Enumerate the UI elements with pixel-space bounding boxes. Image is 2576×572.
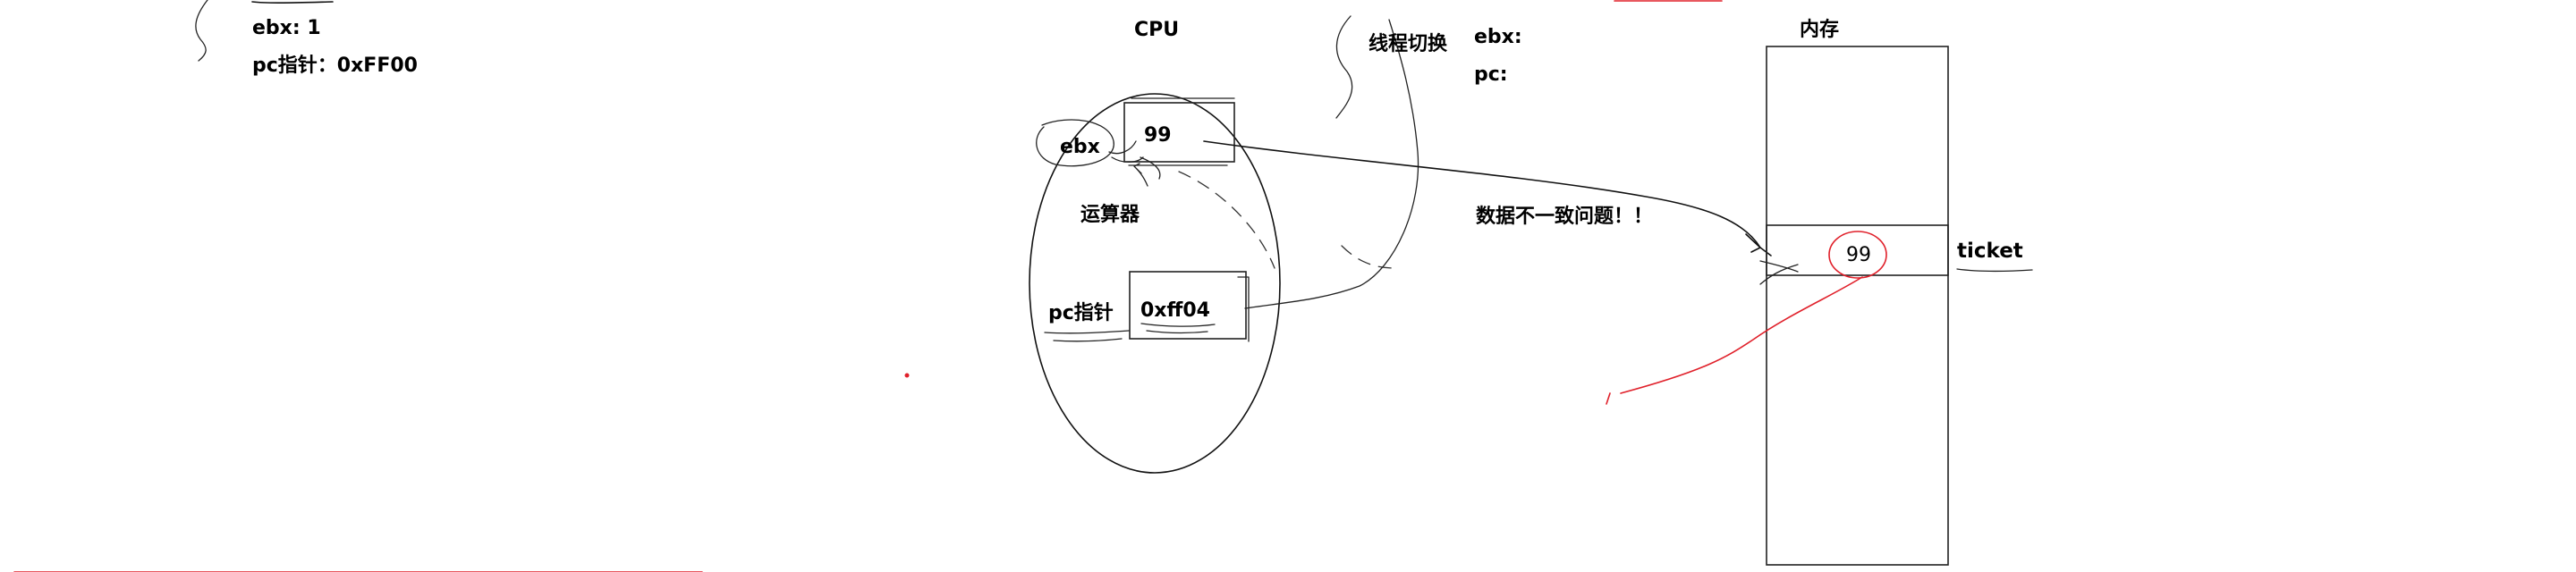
memory-ticket-value: 99 [1846,244,1871,266]
inconsistency-annotation: 数据不一致问题！！ [1476,205,1653,228]
memory-ticket-label: ticket [1957,240,2023,263]
notes-cut-text-fragment [251,1,334,4]
thread-switch-ebx-label: ebx: [1474,26,1522,48]
red-dot [904,373,910,378]
notes-ebx-line: ebx: 1 [252,17,321,39]
cpu-to-memory-arrow [1203,140,1761,248]
ticket-value-highlight [1828,231,1887,279]
cpu-diagram: CPU ebx 99 运算器 pc指针 0xff04 [1029,19,1396,474]
cpu-ellipse [1029,93,1281,474]
misc-red-marks [13,373,910,572]
cpu-pc-label: pc指针 [1048,301,1114,324]
thread-switch-pc-label: pc: [1474,63,1508,86]
notes-pc-line: pc指针：0xFF00 [252,54,418,77]
cpu-internal-trace-2 [1341,245,1396,269]
alu-arrow [1133,163,1148,187]
cpu-internal-trace [1178,171,1275,269]
cpu-to-memory-arrowhead [1745,233,1772,257]
pc-label-underline [1044,330,1130,342]
inconsistency-arrow: 数据不一致问题！！ [1203,140,1799,285]
thread-switch-bracket [1335,15,1353,119]
memory-red-stroke [1606,276,1863,405]
register-notes: ebx: 1 pc指针：0xFF00 [195,0,418,77]
memory-diagram: 内存 ticket 99 [1606,18,2033,566]
memory-incoming-line [1759,260,1799,285]
ticket-label-underline [1956,268,2033,273]
cpu-ebx-value: 99 [1144,124,1172,147]
cpu-ebx-label: ebx [1060,136,1100,158]
ebx-circle [1036,119,1114,167]
notes-bracket [195,0,208,62]
pc-value-underline [1140,323,1216,334]
cpu-title: CPU [1134,19,1179,41]
ebx-to-register-link [1108,140,1161,180]
memory-block [1766,46,1949,566]
cpu-pc-value: 0xff04 [1140,299,1210,322]
pc-register-overlap [1237,276,1250,342]
ebx-register-overlap [1128,97,1235,166]
cpu-alu-label: 运算器 [1080,203,1140,226]
thread-switch-brace [1244,19,1419,309]
thread-switch-title: 线程切换 [1368,32,1448,55]
ebx-register-box [1123,102,1235,163]
pc-register-box [1129,271,1247,340]
thread-switch-section: 线程切换 ebx: pc: [1244,0,1723,309]
memory-title: 内存 [1800,18,1839,41]
memory-ticket-cell [1766,224,1949,276]
